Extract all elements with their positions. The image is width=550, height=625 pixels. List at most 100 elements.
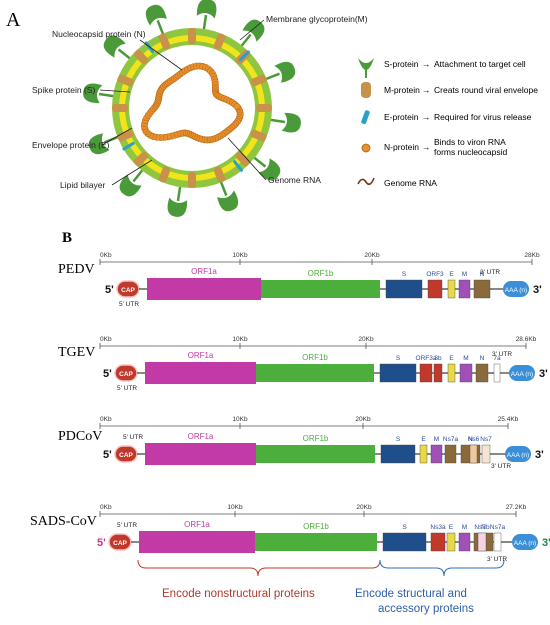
gene-label: ORF3 <box>426 271 444 278</box>
orf1a-block <box>145 443 256 465</box>
gene-label: Ns7b <box>474 524 490 531</box>
cap-label: CAP <box>113 540 127 547</box>
scale-tick-label: 20Kb <box>356 504 372 511</box>
genome-name: SADS-CoV <box>30 514 97 529</box>
membrane-protein-icon <box>112 104 128 112</box>
utr5-label: 5' UTR <box>123 434 143 441</box>
polya-badge <box>503 281 529 297</box>
membrane-protein-icon <box>117 74 134 87</box>
orf1a-label: ORF1a <box>188 432 214 441</box>
gene-label: Ns7a <box>490 524 506 531</box>
membrane-protein-icon <box>133 49 149 65</box>
gene-label: M <box>434 436 439 443</box>
spike-head <box>145 4 167 26</box>
gene-label: ORF3a <box>416 355 437 362</box>
label-genome: Genome RNA <box>268 175 321 185</box>
gene-block <box>458 279 471 299</box>
gene-label: M <box>463 355 468 362</box>
scale-tick-label: 10Kb <box>232 252 248 259</box>
three-prime-label: 3' <box>539 368 548 380</box>
scale-tick-label: 10Kb <box>232 416 248 423</box>
gene-block <box>379 363 417 383</box>
gene-label: Ns7a <box>443 436 459 443</box>
membrane-protein-icon <box>158 166 171 183</box>
label-lipid: Lipid bilayer <box>60 180 106 190</box>
polya-label: AAA (n) <box>514 540 536 547</box>
gene-block <box>419 363 433 383</box>
polya-label: AAA (n) <box>507 452 529 459</box>
scale-tick-label: 0Kb <box>100 336 112 343</box>
gene-label: Ns7 <box>480 436 492 443</box>
gene-block <box>477 532 487 552</box>
spike-head <box>274 61 296 83</box>
bracket-nonstructural-label: Encode nonstructural proteins <box>162 588 315 600</box>
gene-label: N <box>481 524 486 531</box>
gene-block <box>430 444 443 464</box>
genome-name: PDCoV <box>58 429 102 444</box>
virion-illustration <box>83 0 301 217</box>
gene-label: E <box>449 524 454 531</box>
gene-label: 7a <box>493 355 501 362</box>
arrow-icon: → <box>422 112 431 122</box>
legend-name-rna: Genome RNA <box>384 178 437 188</box>
orf1b-label: ORF1b <box>302 353 328 362</box>
gene-label: M <box>462 524 467 531</box>
utr5-label: 5' UTR <box>117 385 137 392</box>
genome-name: PEDV <box>58 262 95 277</box>
bracket-structural-label-2: accessory proteins <box>378 603 474 615</box>
membrane-protein-icon <box>213 166 226 183</box>
gene-block <box>444 444 457 464</box>
legend-row-n: N-protein → Binds to viron RNA forms nuc… <box>361 137 508 157</box>
legend-row-rna: Genome RNA <box>357 177 437 188</box>
gene-label: N <box>468 436 473 443</box>
legend-row-s: S-protein → Attachment to target cell <box>358 58 526 78</box>
legend-row-m: M-protein → Creats round viral envelope <box>361 82 538 98</box>
orf1b-block <box>255 533 377 551</box>
gene-label: E <box>421 436 426 443</box>
gene-label: 3b <box>434 355 442 362</box>
membrane-protein-icon <box>158 33 171 50</box>
membrane-protein-icon <box>213 33 226 50</box>
membrane-protein-icon <box>133 151 149 167</box>
gene-label: M <box>462 271 467 278</box>
gene-block <box>469 444 478 464</box>
cap-label: CAP <box>119 452 133 459</box>
orf1a-block <box>139 531 255 553</box>
legend-desc-n-2: forms nucleocapsid <box>434 147 508 157</box>
scale-tick-label: 20Kb <box>358 336 374 343</box>
gene-block <box>459 363 473 383</box>
panel-a-letter: A <box>6 9 21 31</box>
polya-badge <box>512 534 538 550</box>
membrane-protein-icon <box>256 104 272 112</box>
membrane-protein-icon <box>250 74 267 87</box>
gene-label: S <box>396 355 401 362</box>
scale-tick-label: 10Kb <box>227 504 243 511</box>
five-prime-label: 5' <box>105 284 114 296</box>
legend-desc-s: Attachment to target cell <box>434 59 526 69</box>
spike-head <box>119 174 142 197</box>
orf1b-block <box>256 445 375 463</box>
membrane-protein-icon <box>188 172 196 188</box>
scale-tick-label: 25.4Kb <box>498 416 519 423</box>
gene-block <box>385 279 423 299</box>
utr5-label: 5' UTR <box>117 522 137 529</box>
three-prime-label: 3' <box>542 537 550 549</box>
bracket-nonstructural: Encode nonstructural proteins <box>137 559 381 600</box>
orf1b-block <box>256 364 374 382</box>
spike-head <box>217 190 239 212</box>
arrow-icon: → <box>422 85 431 95</box>
bracket-structural-line <box>379 559 505 577</box>
legend-desc-n: Binds to viron RNA <box>434 137 506 147</box>
orf1b-block <box>261 280 380 298</box>
gene-label: S <box>402 524 407 531</box>
scale-tick-label: 0Kb <box>100 252 112 259</box>
envelope-protein-icon <box>233 160 243 172</box>
scale-tick-label: 20Kb <box>364 252 380 259</box>
gene-label: N <box>480 355 485 362</box>
legend-name-s: S-protein <box>384 59 419 69</box>
